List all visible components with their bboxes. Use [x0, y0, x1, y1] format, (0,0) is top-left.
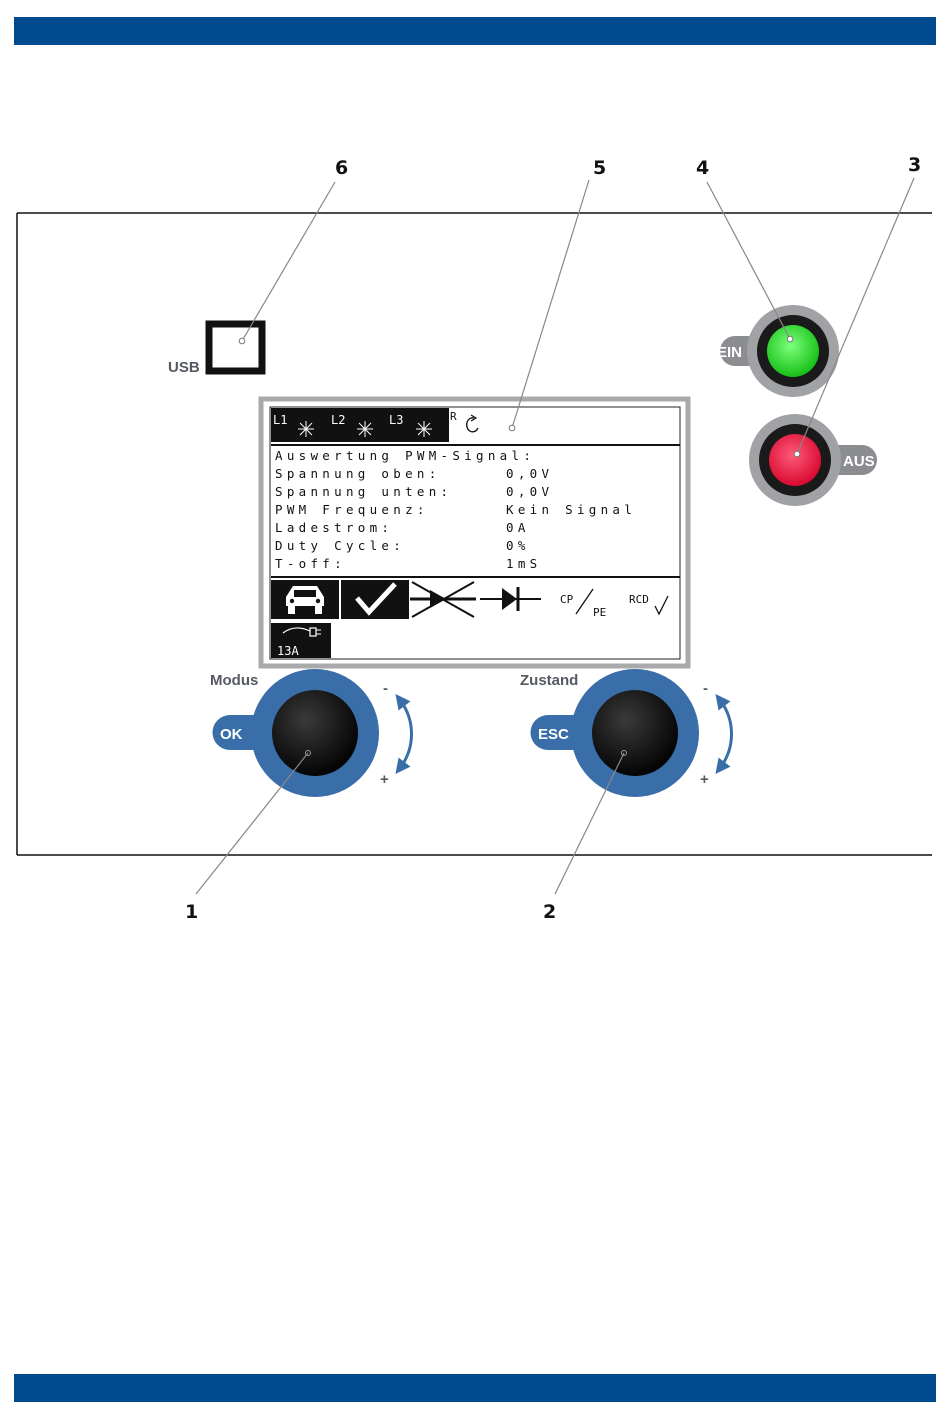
- check-box: [341, 580, 409, 619]
- rotation-marker: R: [450, 410, 457, 423]
- phase-l1-label: L1: [273, 413, 287, 427]
- line-4-value: 0A: [506, 520, 530, 535]
- modus-minus-label: -: [383, 680, 388, 697]
- line-6-label: T-off:: [275, 556, 346, 571]
- phase-l3-icon: [416, 421, 432, 437]
- callout-1: 1: [185, 901, 198, 923]
- zustand-plus-label: +: [700, 771, 709, 788]
- line-5-value: 0%: [506, 538, 530, 553]
- anchor-6: [239, 338, 245, 344]
- leader-6: [242, 182, 335, 341]
- line-0-label: Auswertung PWM-Signal:: [275, 448, 535, 463]
- leader-4: [707, 182, 790, 339]
- line-6-value: 1mS: [506, 556, 541, 571]
- callout-3: 3: [908, 154, 921, 176]
- phase-l3-label: L3: [389, 413, 403, 427]
- line-3-value: Kein Signal: [506, 502, 636, 517]
- cable-rating-label: 13A: [277, 644, 299, 658]
- line-2-value: 0,0V: [506, 484, 553, 499]
- zustand-minus-label: -: [703, 680, 708, 697]
- line-2-label: Spannung unten:: [275, 484, 452, 499]
- callout-2: 2: [543, 901, 556, 923]
- ok-label: OK: [220, 726, 243, 743]
- line-1-label: Spannung oben:: [275, 466, 441, 481]
- callout-5: 5: [593, 157, 606, 179]
- callout-4: 4: [696, 157, 709, 179]
- modus-label: Modus: [210, 672, 258, 689]
- phase-l2-label: L2: [331, 413, 345, 427]
- ein-light-icon: [767, 325, 819, 377]
- zustand-rotate-arrow-icon: [720, 700, 732, 768]
- anchor-5: [509, 425, 515, 431]
- modus-plus-label: +: [380, 771, 389, 788]
- pe-label: PE: [593, 606, 606, 619]
- anchor-4: [787, 336, 793, 342]
- cable-rating-box: 13A: [271, 623, 331, 658]
- line-4-label: Ladestrom:: [275, 520, 393, 535]
- usb-port[interactable]: [209, 324, 262, 371]
- phase-l1-icon: [298, 421, 314, 437]
- rcd-label: RCD: [629, 593, 649, 606]
- line-5-label: Duty Cycle:: [275, 538, 405, 553]
- usb-label: USB: [168, 359, 200, 376]
- aus-light-icon: [769, 434, 821, 486]
- ein-label: EIN: [717, 344, 742, 361]
- aus-label: AUS: [843, 453, 875, 470]
- leader-5: [512, 180, 589, 428]
- line-3-label: PWM Frequenz:: [275, 502, 429, 517]
- callout-6: 6: [335, 157, 348, 179]
- zustand-label: Zustand: [520, 672, 578, 689]
- anchor-3: [794, 451, 800, 457]
- modus-rotate-arrow-icon: [400, 700, 412, 768]
- esc-label: ESC: [538, 726, 569, 743]
- cp-label: CP: [560, 593, 574, 606]
- line-1-value: 0,0V: [506, 466, 553, 481]
- phase-l2-icon: [357, 421, 373, 437]
- leader-1: [196, 753, 308, 894]
